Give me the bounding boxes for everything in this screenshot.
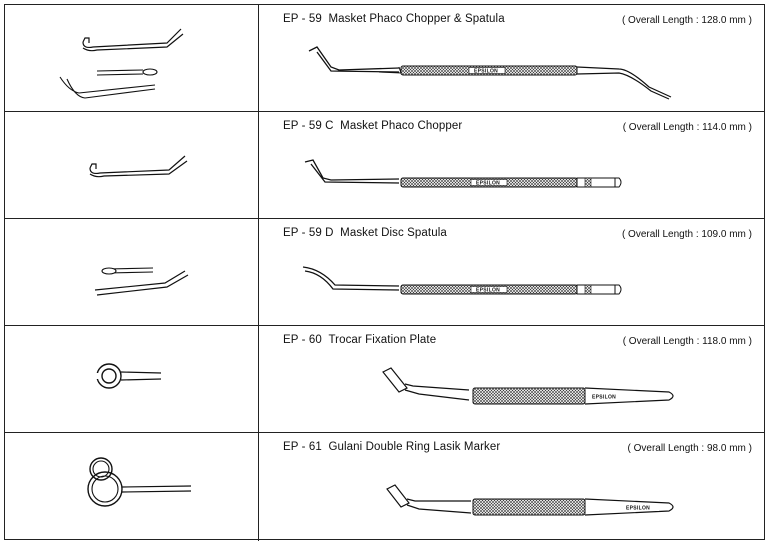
- tip-detail-cell: [5, 5, 259, 111]
- overall-length: ( Overall Length : 114.0 mm ): [622, 122, 752, 133]
- gulani-lasik-marker-drawing: EPSILON: [386, 484, 674, 516]
- brand-label: EPSILON: [474, 69, 498, 75]
- masket-disc-spatula-drawing: EPSILON: [302, 266, 622, 295]
- product-title: EP - 59 D Masket Disc Spatula: [283, 227, 447, 239]
- overall-length: ( Overall Length : 118.0 mm ): [622, 336, 752, 347]
- product-title: EP - 60 Trocar Fixation Plate: [283, 334, 437, 346]
- overall-length: ( Overall Length : 98.0 mm ): [627, 443, 753, 454]
- trocar-fixation-plate-drawing: EPSILON: [382, 367, 674, 405]
- product-row-ep59d: EP - 59 D Masket Disc Spatula ( Overall …: [5, 219, 764, 326]
- brand-label: EPSILON: [476, 288, 500, 294]
- brand-label: EPSILON: [626, 506, 650, 512]
- chopper-spatula-tip-detail: [59, 28, 184, 99]
- product-row-ep59c: EP - 59 C Masket Phaco Chopper ( Overall…: [5, 112, 764, 219]
- fixation-ring-detail: [95, 363, 162, 389]
- product-row-ep60: EP - 60 Trocar Fixation Plate ( Overall …: [5, 326, 764, 433]
- tip-detail-cell: [5, 433, 259, 541]
- product-catalog: EP - 59 Masket Phaco Chopper & Spatula (…: [4, 4, 765, 541]
- product-main-cell: EP - 61 Gulani Double Ring Lasik Marker …: [259, 433, 764, 541]
- double-ring-marker-detail: [87, 457, 192, 507]
- product-title: EP - 59 Masket Phaco Chopper & Spatula: [283, 13, 505, 25]
- product-main-cell: EP - 59 Masket Phaco Chopper & Spatula (…: [259, 5, 764, 111]
- product-row-ep61: EP - 61 Gulani Double Ring Lasik Marker …: [5, 433, 764, 541]
- tip-detail-cell: [5, 219, 259, 325]
- brand-label: EPSILON: [476, 181, 500, 187]
- product-title: EP - 59 C Masket Phaco Chopper: [283, 120, 463, 132]
- masket-chopper-drawing: EPSILON: [304, 159, 622, 188]
- chopper-tip-detail: [89, 155, 188, 178]
- product-main-cell: EP - 60 Trocar Fixation Plate ( Overall …: [259, 326, 764, 432]
- tip-detail-cell: [5, 112, 259, 218]
- product-title: EP - 61 Gulani Double Ring Lasik Marker: [283, 441, 501, 453]
- product-main-cell: EP - 59 C Masket Phaco Chopper ( Overall…: [259, 112, 764, 218]
- brand-label: EPSILON: [592, 395, 616, 401]
- product-row-ep59: EP - 59 Masket Phaco Chopper & Spatula (…: [5, 5, 764, 112]
- product-main-cell: EP - 59 D Masket Disc Spatula ( Overall …: [259, 219, 764, 325]
- tip-detail-cell: [5, 326, 259, 432]
- disc-spatula-tip-detail: [94, 267, 189, 296]
- overall-length: ( Overall Length : 128.0 mm ): [621, 15, 752, 26]
- overall-length: ( Overall Length : 109.0 mm ): [621, 229, 752, 240]
- masket-chopper-spatula-drawing: EPSILON: [308, 46, 672, 100]
